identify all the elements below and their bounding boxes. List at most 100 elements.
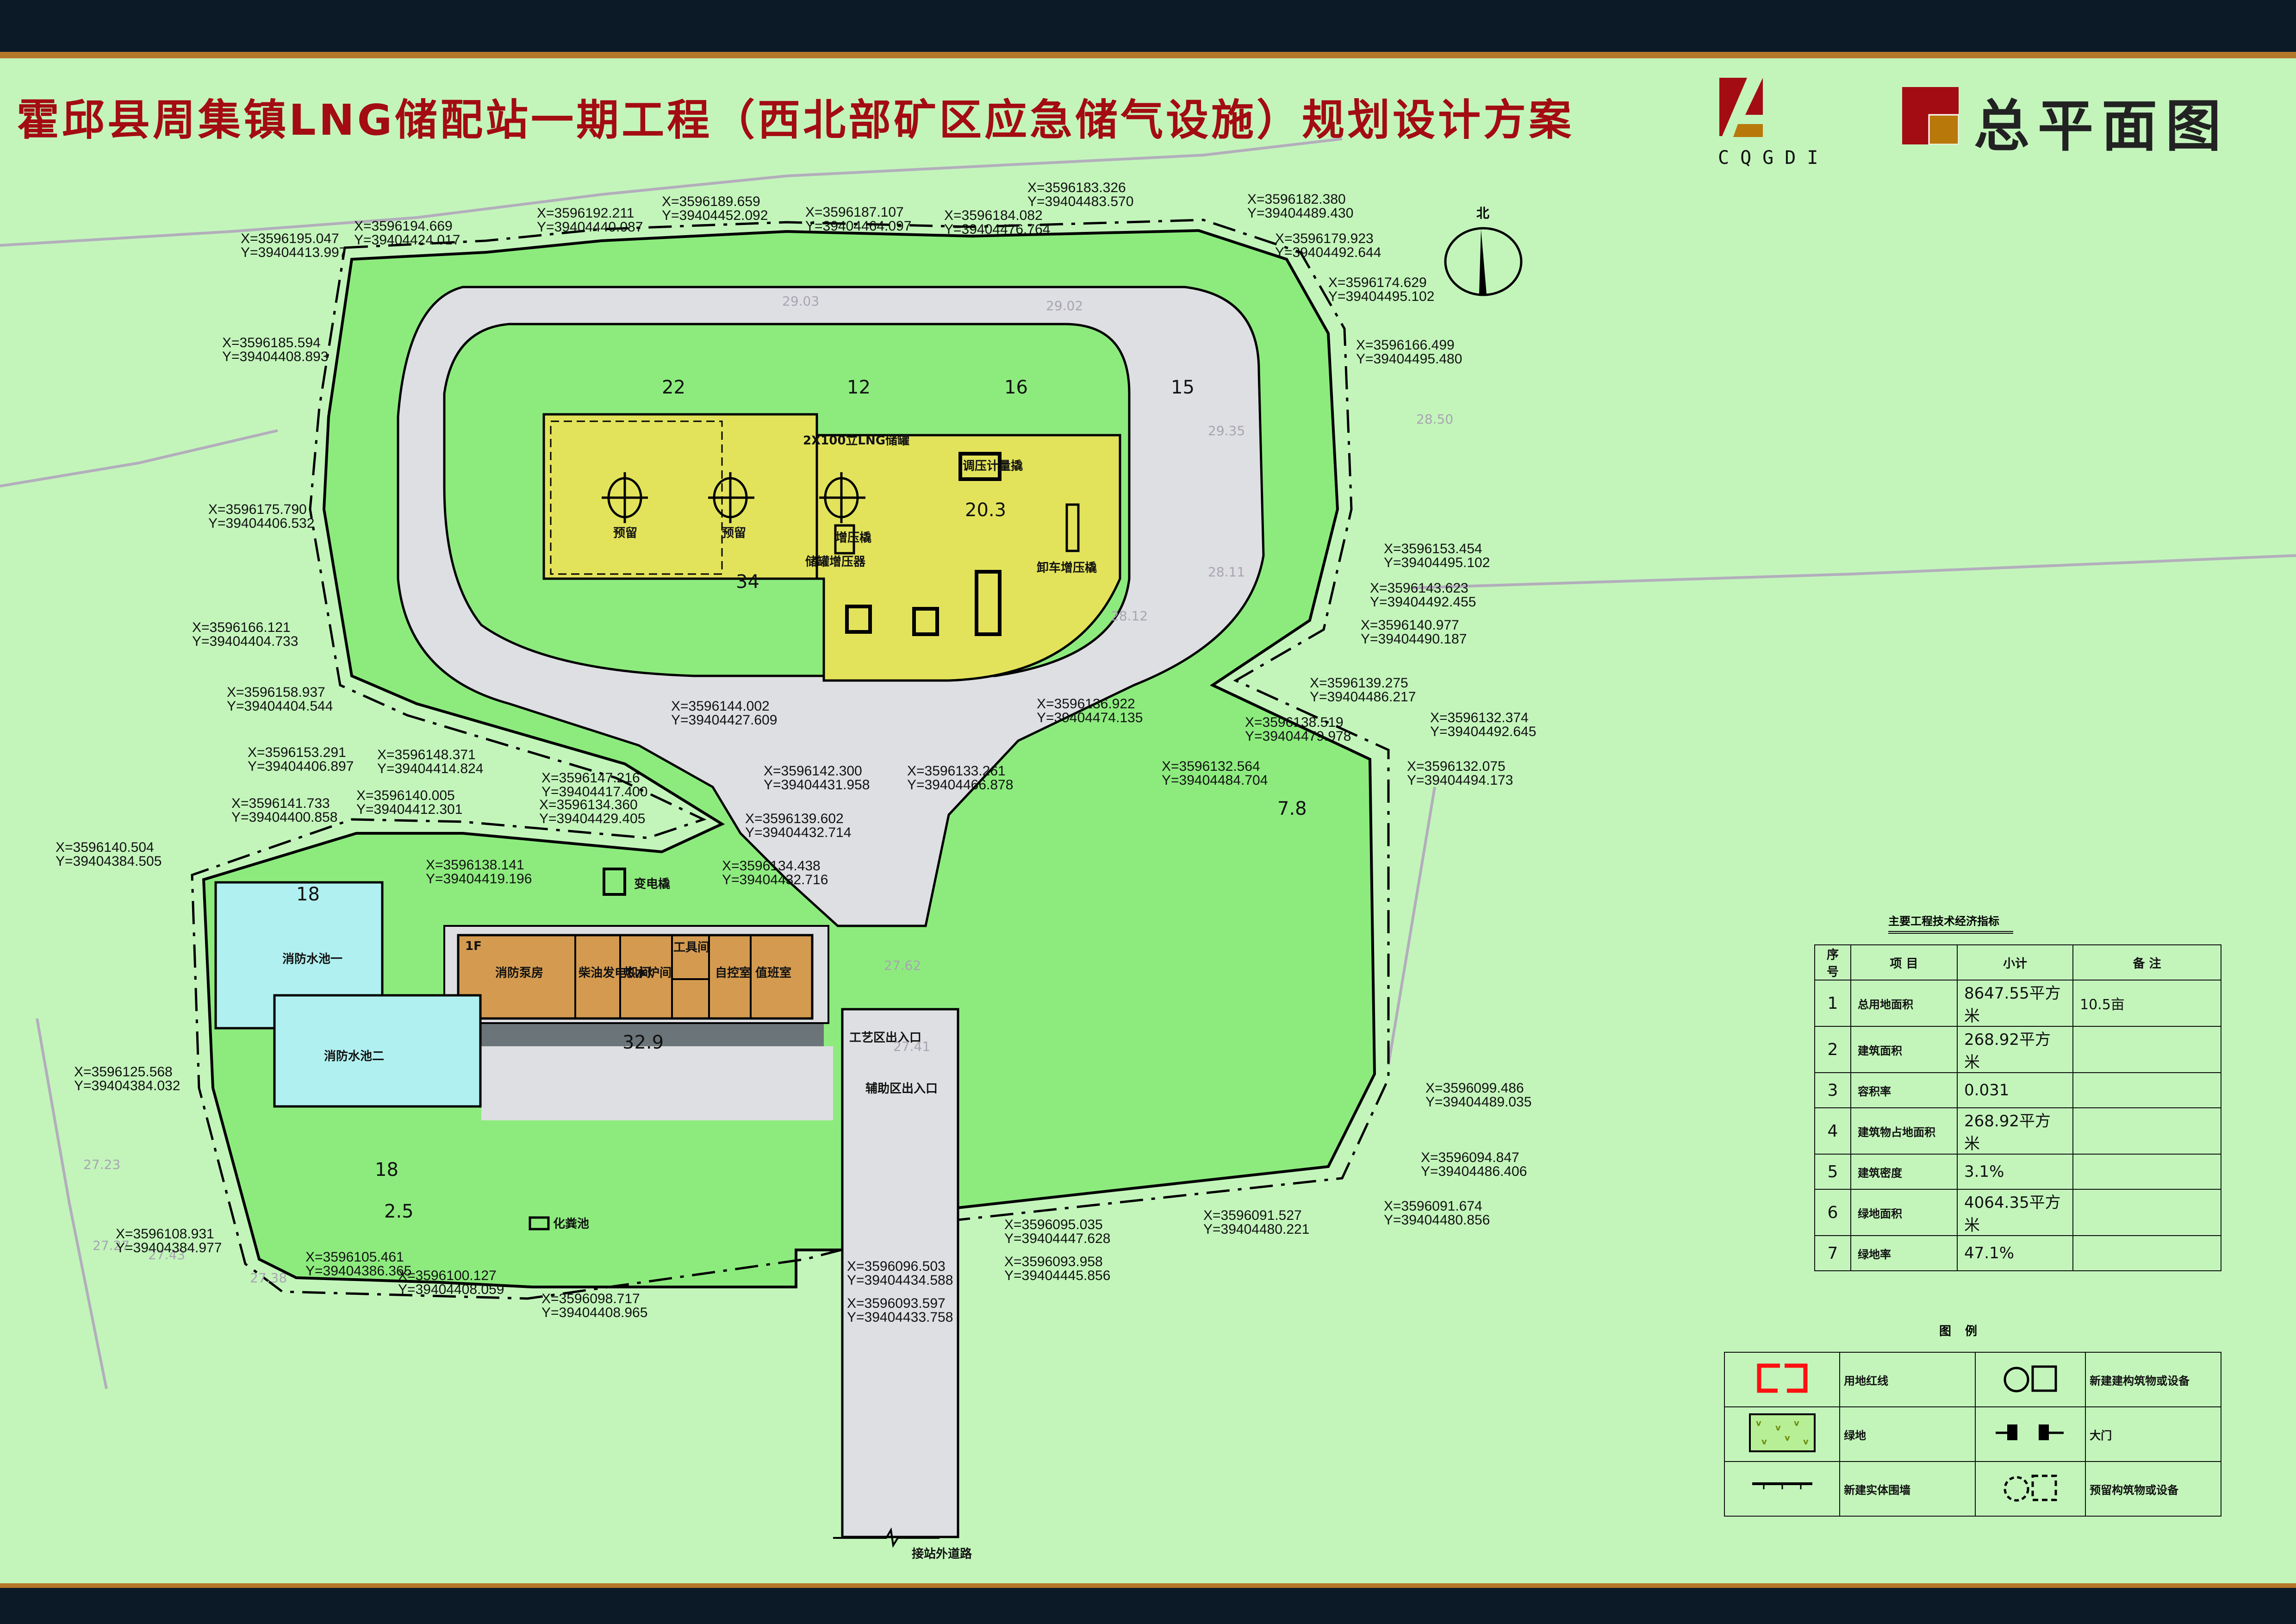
road-break-symbol <box>833 1527 940 1548</box>
svg-text:X=3596185.594: X=3596185.594 <box>222 335 321 350</box>
label-septic: 化粪池 <box>553 1217 589 1231</box>
svg-text:Y=39404480.221: Y=39404480.221 <box>1203 1222 1309 1237</box>
drawing-mark-icon <box>1902 87 1959 144</box>
elevation-mark: 29.03 <box>782 294 819 309</box>
svg-text:X=3596133.261: X=3596133.261 <box>907 763 1006 779</box>
svg-text:X=3596140.504: X=3596140.504 <box>56 840 154 855</box>
elevation-mark: 27.62 <box>884 958 921 973</box>
svg-text:X=3596143.623: X=3596143.623 <box>1370 581 1468 596</box>
legend-title: 图例 <box>1939 1324 1991 1338</box>
label-process-entrance: 工艺区出入口 <box>849 1031 921 1045</box>
room-boiler: 热水炉间 <box>623 966 672 980</box>
dim-32-9: 32.9 <box>622 1032 664 1053</box>
svg-text:X=3596132.374: X=3596132.374 <box>1430 710 1529 725</box>
svg-text:Y=39404483.570: Y=39404483.570 <box>1027 194 1133 209</box>
tank-lng <box>819 472 865 523</box>
bottom-frame-band <box>0 1588 2296 1624</box>
svg-text:Y=39404486.217: Y=39404486.217 <box>1310 689 1416 705</box>
reserved-structure-icon <box>1974 1461 2086 1517</box>
svg-text:Y=39404464.097: Y=39404464.097 <box>805 219 911 234</box>
legend-row: 新建实体围墙 预留构筑物或设备 <box>1724 1461 2221 1517</box>
tank-reserved-2 <box>708 472 754 523</box>
svg-text:Y=39404433.758: Y=39404433.758 <box>847 1310 953 1325</box>
svg-text:Y=39404474.135: Y=39404474.135 <box>1037 710 1143 725</box>
svg-text:Y=39404494.173: Y=39404494.173 <box>1407 773 1513 788</box>
label-reserved-1: 预留 <box>613 526 637 540</box>
project-title: 霍邱县周集镇LNG储配站一期工程（西北部矿区应急储气设施）规划设计方案 <box>17 95 1574 145</box>
legend-label: 用地红线 <box>1839 1352 1976 1407</box>
svg-text:X=3596093.958: X=3596093.958 <box>1004 1254 1103 1269</box>
svg-text:Y=39404400.858: Y=39404400.858 <box>231 810 337 825</box>
svg-text:Y=39404489.035: Y=39404489.035 <box>1425 1094 1531 1110</box>
svg-text:X=3596195.047: X=3596195.047 <box>241 231 339 246</box>
svg-text:X=3596174.629: X=3596174.629 <box>1328 275 1427 290</box>
svg-text:Y=39404424.017: Y=39404424.017 <box>354 232 460 248</box>
svg-text:v: v <box>1785 1433 1790 1443</box>
solid-wall-icon <box>1724 1461 1841 1517</box>
svg-text:Y=39404384.977: Y=39404384.977 <box>116 1240 222 1255</box>
drawing-name: 总平面图 <box>1974 94 2229 159</box>
elevation-mark: 29.02 <box>1046 298 1083 313</box>
svg-text:X=3596187.107: X=3596187.107 <box>805 205 904 220</box>
svg-text:Y=39404427.609: Y=39404427.609 <box>671 712 777 728</box>
gate-icon <box>1974 1406 2086 1462</box>
svg-text:X=3596108.931: X=3596108.931 <box>116 1226 214 1242</box>
svg-text:X=3596175.790: X=3596175.790 <box>208 502 307 517</box>
svg-text:Y=39404408.965: Y=39404408.965 <box>541 1305 647 1320</box>
elevation-mark: 29.35 <box>1208 423 1245 438</box>
svg-text:v: v <box>1775 1423 1781 1433</box>
building-fire-pump <box>457 934 814 1020</box>
svg-text:X=3596182.380: X=3596182.380 <box>1247 192 1346 207</box>
svg-text:X=3596184.082: X=3596184.082 <box>944 208 1043 223</box>
svg-text:X=3596153.291: X=3596153.291 <box>248 745 346 760</box>
dim-12: 12 <box>847 377 871 398</box>
legend-label: 大门 <box>2085 1406 2221 1462</box>
svg-text:X=3596132.075: X=3596132.075 <box>1407 759 1506 774</box>
svg-text:Y=39404406.897: Y=39404406.897 <box>248 759 354 774</box>
equipment-yard <box>815 434 1121 682</box>
service-road <box>481 1046 833 1120</box>
elevation-mark: 27.38 <box>250 1270 287 1286</box>
legend-row: 用地红线 新建建构筑物或设备 <box>1724 1352 2221 1407</box>
svg-text:Y=39404414.824: Y=39404414.824 <box>377 761 483 776</box>
label-reserved-2: 预留 <box>722 526 746 540</box>
table-header-row: 序号 项 目 小计 备 注 <box>1814 944 2221 981</box>
svg-text:Y=39404492.645: Y=39404492.645 <box>1430 724 1536 739</box>
elevation-mark: 27.41 <box>893 1039 930 1054</box>
svg-text:v: v <box>1756 1418 1761 1428</box>
svg-text:Y=39404384.032: Y=39404384.032 <box>74 1078 180 1093</box>
cqgdi-logo-icon <box>1719 78 1763 137</box>
tank-reserved-1 <box>602 472 648 523</box>
svg-text:北: 北 <box>1476 206 1489 221</box>
svg-text:X=3596091.527: X=3596091.527 <box>1203 1208 1302 1223</box>
legend-label: 新建实体围墙 <box>1839 1461 1976 1517</box>
label-floor: 1F <box>465 939 482 953</box>
unload-booster-3 <box>975 570 1002 636</box>
svg-text:X=3596132.564: X=3596132.564 <box>1162 759 1260 774</box>
svg-text:v: v <box>1803 1437 1809 1447</box>
svg-text:X=3596153.454: X=3596153.454 <box>1384 541 1482 556</box>
svg-text:X=3596095.035: X=3596095.035 <box>1004 1217 1103 1232</box>
label-tank-group: 2X100立LNG储罐 <box>803 433 909 448</box>
svg-text:Y=39404440.087: Y=39404440.087 <box>537 219 643 235</box>
svg-text:X=3596183.326: X=3596183.326 <box>1027 180 1126 195</box>
dim-22-6: 2.5 <box>384 1201 414 1222</box>
svg-text:X=3596148.371: X=3596148.371 <box>377 747 476 762</box>
svg-text:X=3596100.127: X=3596100.127 <box>398 1268 497 1283</box>
elevation-mark: 27.23 <box>83 1157 120 1172</box>
dim-16: 16 <box>1004 377 1028 398</box>
elevation-mark: 28.11 <box>1208 564 1245 580</box>
svg-text:Y=39404495.102: Y=39404495.102 <box>1384 555 1490 570</box>
col-header: 小计 <box>1957 944 2073 981</box>
svg-text:X=3596140.977: X=3596140.977 <box>1361 618 1459 633</box>
svg-text:X=3596105.461: X=3596105.461 <box>305 1249 404 1265</box>
label-fire-pool-2: 消防水池二 <box>324 1049 384 1063</box>
dim-pool1-18: 18 <box>296 884 320 905</box>
